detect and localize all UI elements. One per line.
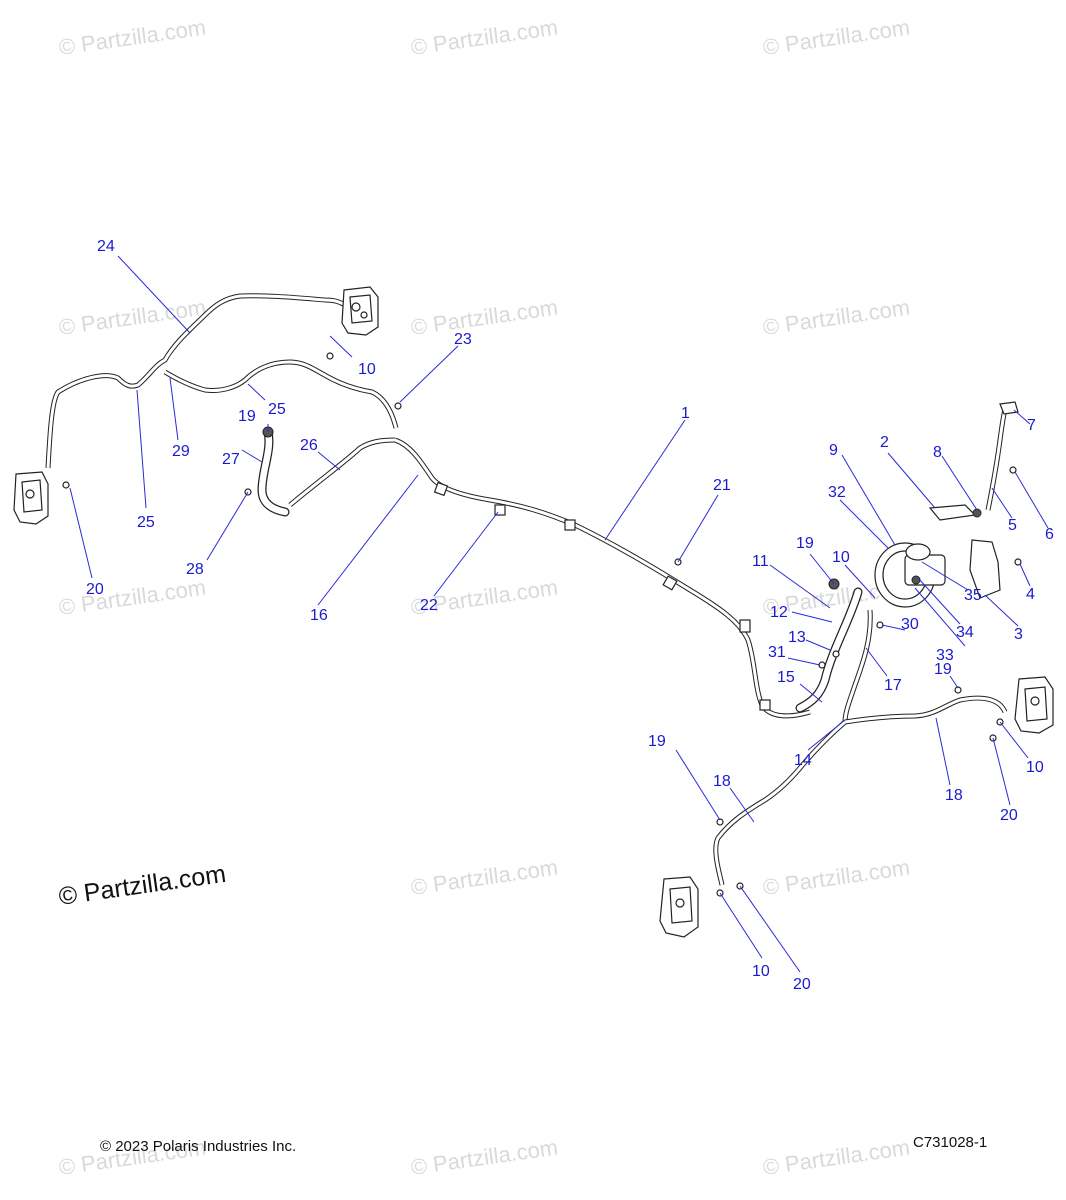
callout-label: 17 <box>884 677 902 694</box>
callout-label: 15 <box>777 669 795 686</box>
watermark-text: © Partzilla.com <box>57 15 207 60</box>
callout-label: 24 <box>97 238 115 255</box>
callout-label: 18 <box>945 787 963 804</box>
callout-label: 33 <box>936 647 954 664</box>
callout-label: 14 <box>794 752 812 769</box>
callout-label: 12 <box>770 604 788 621</box>
callout-label: 30 <box>901 616 919 633</box>
callout-label: 35 <box>964 587 982 604</box>
watermark-text: © Partzilla.com <box>409 1135 559 1180</box>
callout-label: 25 <box>268 401 286 418</box>
callout-label: 18 <box>713 773 731 790</box>
callout-label: 32 <box>828 484 846 501</box>
callout-label: 7 <box>1027 417 1036 434</box>
callout-label: 4 <box>1026 586 1035 603</box>
callout-label: 29 <box>172 443 190 460</box>
watermark-text: © Partzilla.com <box>761 15 911 60</box>
callout-label: 3 <box>1014 626 1023 643</box>
callout-labels: 24 10 23 19 25 29 27 26 25 20 28 16 22 1… <box>86 238 1054 993</box>
callout-label: 31 <box>768 644 786 661</box>
diagram-artwork <box>13 286 1054 938</box>
callout-label: 5 <box>1008 517 1017 534</box>
callout-label: 8 <box>933 444 942 461</box>
callout-label: 20 <box>1000 807 1018 824</box>
callout-label: 16 <box>310 607 328 624</box>
watermark-text: © Partzilla.com <box>761 295 911 340</box>
watermark-text: © Partzilla.com <box>761 855 911 900</box>
callout-label: 2 <box>880 434 889 451</box>
callout-label: 28 <box>186 561 204 578</box>
callout-label: 1 <box>681 405 690 422</box>
main-watermark: © Partzilla.com <box>57 860 228 911</box>
callout-label: 10 <box>752 963 770 980</box>
copyright-text: © 2023 Polaris Industries Inc. <box>100 1138 296 1155</box>
watermark-text: © Partzilla.com <box>57 575 207 620</box>
callout-label: 27 <box>222 451 240 468</box>
watermark-text: © Partzilla.com <box>409 15 559 60</box>
leader-lines <box>69 255 1049 973</box>
callout-label: 34 <box>956 624 974 641</box>
callout-label: 23 <box>454 331 472 348</box>
diagram-id: C731028-1 <box>913 1134 987 1151</box>
callout-label: 9 <box>829 442 838 459</box>
callout-label: 21 <box>713 477 731 494</box>
callout-label: 10 <box>832 549 850 566</box>
callout-label: 25 <box>137 514 155 531</box>
callout-label: 10 <box>358 361 376 378</box>
callout-label: 10 <box>1026 759 1044 776</box>
callout-label: 20 <box>793 976 811 993</box>
callout-label: 11 <box>752 553 769 570</box>
watermark-text: © Partzilla.com <box>409 855 559 900</box>
watermark-layer: © Partzilla.com © Partzilla.com © Partzill… <box>57 15 911 1180</box>
watermark-text: © Partzilla.com <box>409 295 559 340</box>
watermark-text: © Partzilla.com <box>761 1135 911 1180</box>
callout-label: 6 <box>1045 526 1054 543</box>
callout-label: 20 <box>86 581 104 598</box>
callout-label: 19 <box>238 408 256 425</box>
callout-label: 19 <box>934 661 952 678</box>
callout-label: 22 <box>420 597 438 614</box>
callout-label: 19 <box>796 535 814 552</box>
callout-label: 13 <box>788 629 806 646</box>
callout-label: 19 <box>648 733 666 750</box>
callout-label: 26 <box>300 437 318 454</box>
